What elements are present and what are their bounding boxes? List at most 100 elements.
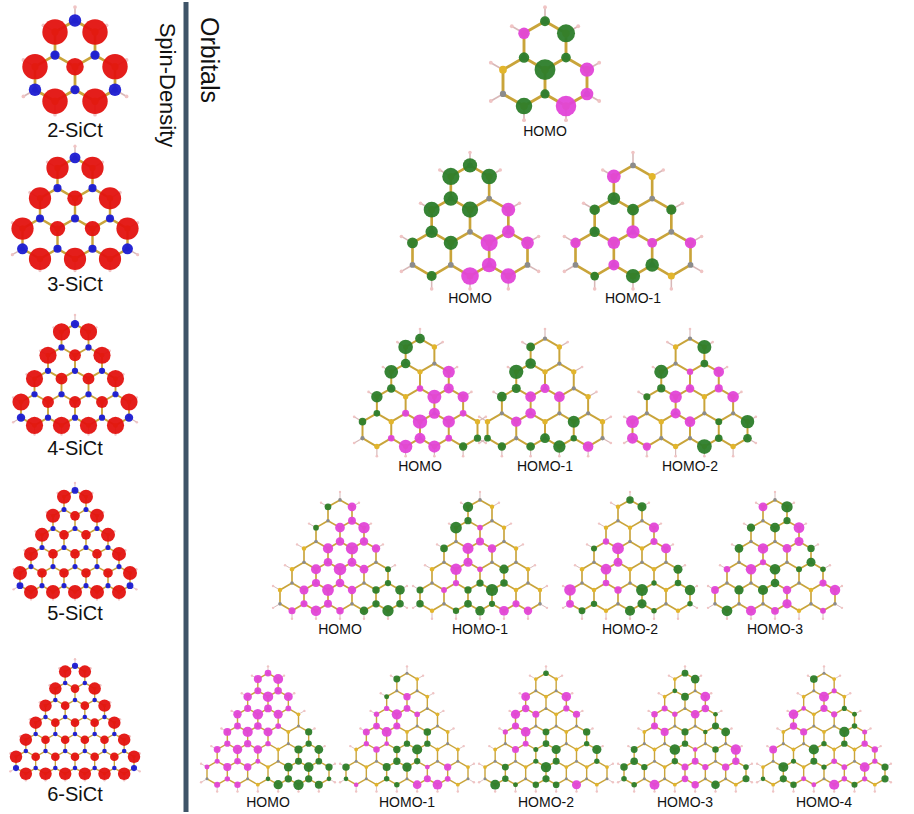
spin-up-lobe [35,528,49,542]
negative-lobe [445,435,452,442]
negative-lobe [428,440,440,452]
spin-up-lobe [42,89,67,114]
carbon-atom [95,527,98,530]
spin-density-molecule [9,658,141,781]
positive-lobe [359,418,367,426]
carbon-atom [785,560,789,564]
spin-down-lobe [17,243,28,254]
spin-up-lobe [61,701,70,710]
hydrogen-atom [358,502,360,504]
hydrogen-atom [623,442,626,445]
spin-up-lobe [59,568,69,578]
carbon-atom [103,750,106,753]
silicon-atom [592,588,596,592]
negative-lobe [501,203,515,217]
hydrogen-atom [479,618,481,620]
hydrogen-atom [610,442,613,445]
positive-lobe [500,579,508,587]
positive-lobe [512,384,521,393]
silicon-atom [676,609,680,613]
hydrogen-atom [400,235,404,239]
negative-lobe [525,408,536,419]
carbon-atom [454,540,458,544]
spin-up-lobe [13,566,27,580]
positive-lobe [486,584,498,596]
negative-lobe [607,170,621,184]
carbon-atom [93,767,96,770]
orbital-molecule [707,491,843,620]
spin-density-molecule [22,5,129,116]
separator-line [184,2,189,812]
carbon-atom [62,546,65,549]
spin-up-lobe [51,752,60,761]
spin-up-lobe [96,396,108,408]
spin-up-lobe [53,417,70,434]
hydrogen-atom [841,607,843,609]
hydrogen-atom [681,201,685,205]
spin-down-lobe [127,582,134,589]
spin-up-lobe [79,665,91,677]
negative-lobe [524,607,532,615]
negative-lobe [650,538,657,545]
hydrogen-atom [492,391,495,394]
hydrogen-atom [419,201,423,205]
hydrogen-atom [605,618,607,620]
orbital-molecule [353,328,487,458]
positive-lobe [489,601,495,607]
positive-lobe [498,442,506,450]
carbon-atom [34,767,37,770]
hydrogen-atom [291,618,293,620]
spin-up-lobe [118,768,130,780]
carbon-atom [502,540,506,544]
hydrogen-atom [740,391,743,394]
negative-lobe [518,28,530,40]
spin-down-lobe [72,564,77,569]
carbon-atom [688,262,694,268]
positive-lobe [568,416,580,428]
negative-lobe [687,369,693,375]
positive-lobe [526,442,535,451]
positive-lobe [654,365,668,379]
orbital-molecule [412,491,548,620]
hydrogen-atom [125,95,129,99]
carbon-atom [737,560,741,564]
carbon-atom [83,750,86,753]
silicon-atom [628,567,632,571]
spin-down-lobe [63,681,68,686]
spin-up-lobe [51,718,60,727]
spin-down-lobe [131,765,137,771]
positive-lobe [643,393,650,400]
hydrogen-atom [510,522,512,524]
negative-lobe [348,503,357,512]
hydrogen-atom [339,491,341,493]
carbon-atom [490,560,494,564]
silicon-atom [485,419,490,424]
negative-lobe [311,606,321,616]
negative-lobe [608,237,620,249]
carbon-atom [640,560,644,564]
hydrogen-atom [805,522,807,524]
hydrogen-atom [707,607,709,609]
negative-lobe [324,600,332,608]
spin-up-lobe [81,530,91,540]
spin-up-lobe [70,511,80,521]
carbon-atom [514,436,518,440]
negative-lobe [608,260,619,271]
hydrogen-atom [456,366,459,369]
carbon-atom [673,361,677,365]
hydrogen-atom [841,585,843,587]
hydrogen-atom [521,341,524,344]
carbon-atom [490,519,494,523]
silicon-atom [478,567,482,571]
positive-lobe [401,359,411,369]
hydrogen-atom [284,564,286,566]
positive-lobe [675,580,682,587]
hydrogen-atom [581,618,583,620]
hydrogen-atom [12,421,14,423]
spin-up-lobe [93,347,110,364]
hydrogen-atom [566,341,569,344]
spin-down-lobe [112,391,118,397]
positive-lobe [509,365,523,379]
spin-up-lobe [79,490,93,504]
